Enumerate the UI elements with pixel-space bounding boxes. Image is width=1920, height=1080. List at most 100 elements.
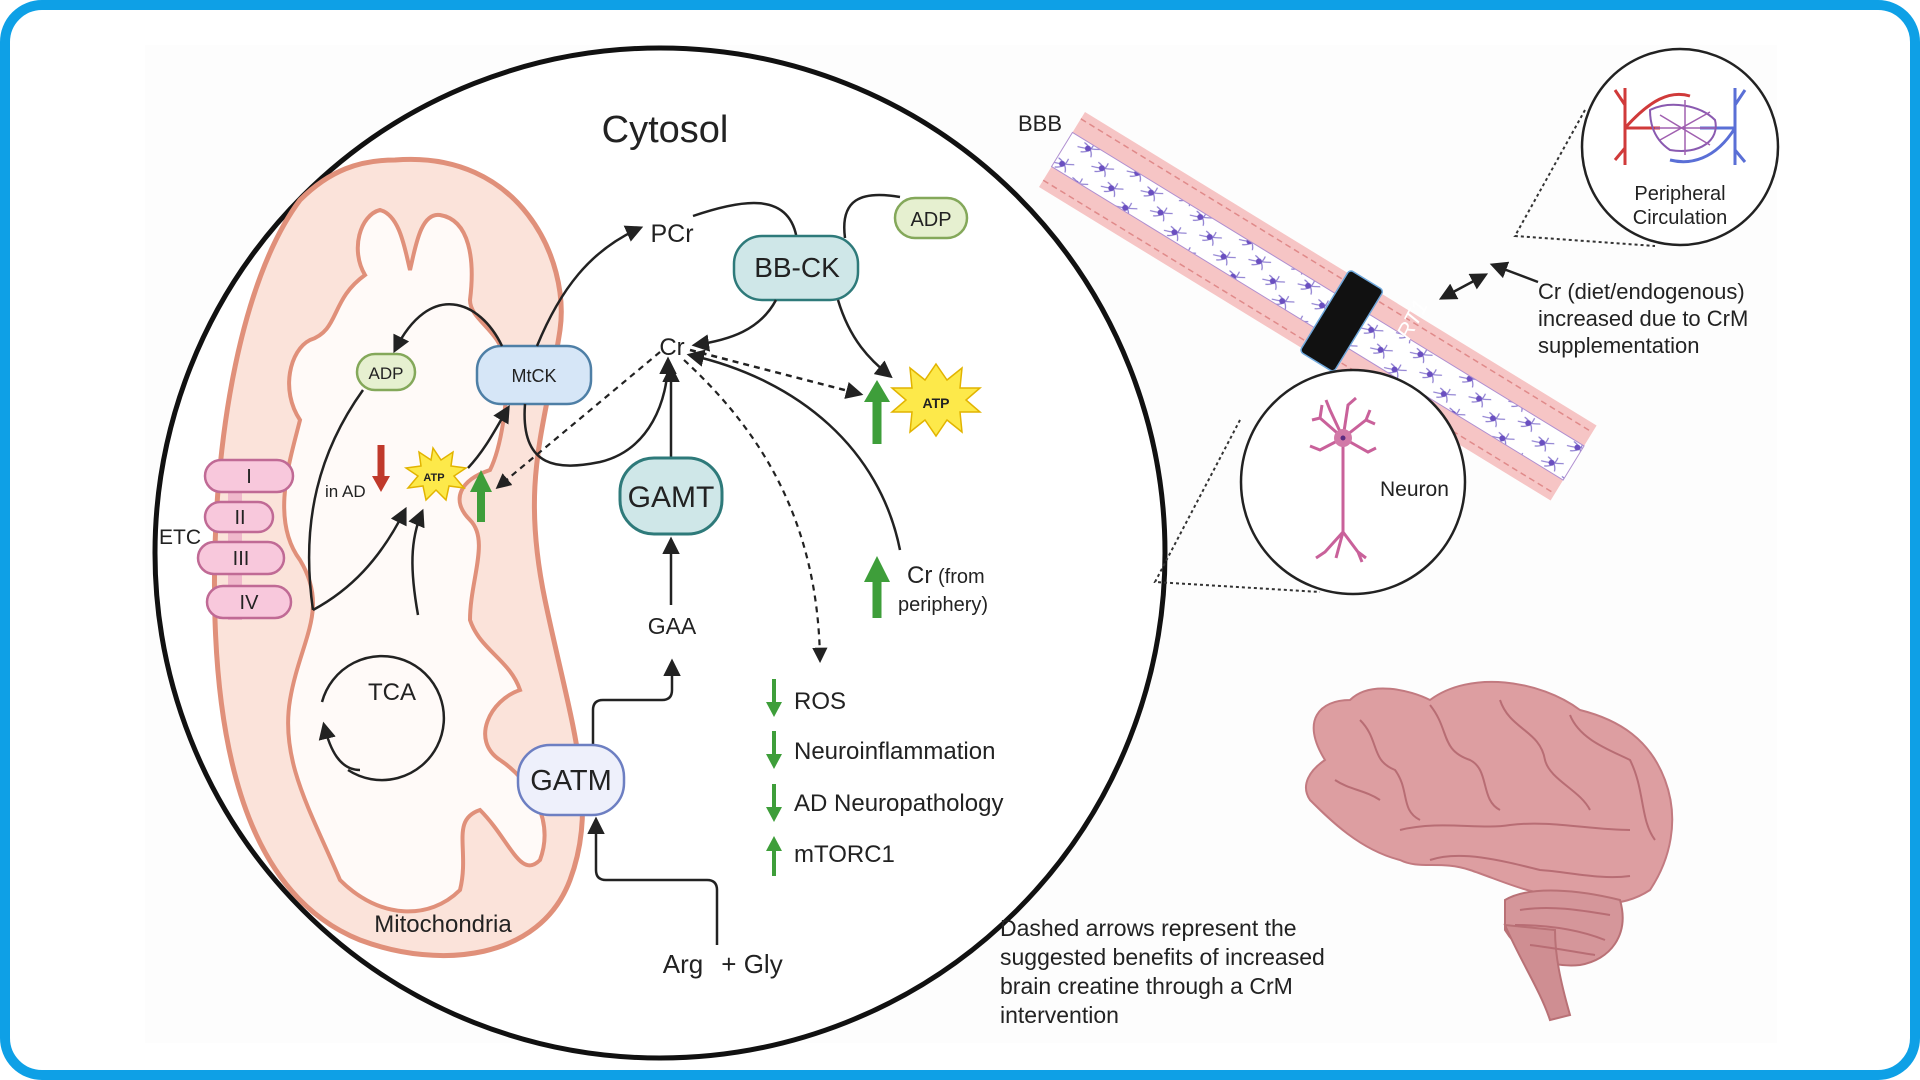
effects-list: ROS Neuroinflammation AD Neuropathology … xyxy=(766,679,1003,876)
cr-to-effects-dashed-arrow xyxy=(683,359,828,664)
effect-mtorc1: mTORC1 xyxy=(766,836,895,876)
gly-label: + Gly xyxy=(721,949,782,979)
cr-periphery-up-arrow-icon xyxy=(864,556,890,582)
capillary-bed-icon xyxy=(1613,88,1747,165)
peripheral-label-line1: Peripheral xyxy=(1634,183,1725,205)
effect-neuroinflammation-label: Neuroinflammation xyxy=(794,738,995,765)
down-in-ad-arrow-icon xyxy=(372,476,390,492)
cr-to-atp-dashed-arrow xyxy=(689,348,864,399)
tca-to-atp-arrow xyxy=(408,508,425,616)
gamt-enzyme xyxy=(618,456,724,536)
effect-mtorc1-label: mTORC1 xyxy=(794,841,895,868)
tca-cycle-circle xyxy=(320,654,446,782)
gaa-label: GAA xyxy=(648,613,697,639)
bbck-to-atp-arrow xyxy=(836,299,893,379)
note-line1: Dashed arrows represent the xyxy=(1000,915,1297,941)
neuron-nucleus xyxy=(1340,435,1346,441)
etc-to-atp-arrow xyxy=(312,506,407,612)
cr-source-line3: supplementation xyxy=(1538,333,1699,358)
effect-ad-neuropathology: AD Neuropathology xyxy=(766,784,1003,822)
tca-label: TCA xyxy=(368,679,416,706)
atp-to-mtck-arrow xyxy=(467,404,510,469)
mitochondria-label: Mitochondria xyxy=(374,911,512,938)
neuron-circle xyxy=(1239,368,1467,596)
cr-node-label: Cr xyxy=(659,334,684,361)
effect-neuroinflammation: Neuroinflammation xyxy=(766,731,995,769)
bbb-label: BBB xyxy=(1018,111,1062,136)
mito-atp-up-arrow-icon xyxy=(470,470,492,492)
effect-ros-label: ROS xyxy=(794,688,846,715)
gatm-label: GATM xyxy=(530,765,612,797)
cr-periphery-sub1-label: (from xyxy=(938,566,985,588)
cr-source-line2: increased due to CrM xyxy=(1538,306,1748,331)
dashed-arrows-note: Dashed arrows represent the suggested be… xyxy=(1000,915,1325,1028)
crt1-bidirectional-arrow xyxy=(1438,273,1489,300)
bbck-label: BB-CK xyxy=(754,252,840,283)
gatm-to-gaa-arrow xyxy=(591,658,681,745)
neuron-icon xyxy=(1309,396,1377,563)
etc-label: ETC xyxy=(159,526,201,549)
etc-complex-i-label: I xyxy=(246,466,252,488)
cr-to-mito-atp-dashed-arrow xyxy=(495,351,661,489)
peripheral-label-line2: Circulation xyxy=(1633,207,1727,229)
neuron-label: Neuron xyxy=(1380,478,1449,501)
mtck-to-adp-arrow xyxy=(393,303,504,354)
etc-complex-iv xyxy=(205,584,293,620)
cyto-atp-up-arrow-icon xyxy=(864,380,890,402)
ad-neuropathology-down-arrow-icon xyxy=(766,807,782,822)
neuron-zoom-lines xyxy=(1153,419,1321,593)
etc-complexes: I II III IV ETC xyxy=(159,458,295,620)
mtck-enzyme xyxy=(475,344,593,406)
arg-label: Arg xyxy=(663,949,703,979)
cyto-atp-star xyxy=(889,362,983,438)
etc-complex-ii-label: II xyxy=(234,507,245,529)
etc-complex-ii xyxy=(203,500,275,534)
effect-ros: ROS xyxy=(766,679,846,717)
mtck-to-pcr-arrow xyxy=(535,225,644,347)
mtck-label: MtCK xyxy=(512,366,557,386)
etc-complex-iii xyxy=(196,540,286,576)
note-line4: intervention xyxy=(1000,1002,1119,1028)
cell: Cytosol Mitochondria I II III IV ETC TCA xyxy=(152,45,1168,1061)
mito-atp-star xyxy=(403,446,469,502)
cr-periphery-main-label: Cr xyxy=(907,562,932,589)
ros-down-arrow-icon xyxy=(766,702,782,717)
cyto-atp-label: ATP xyxy=(923,395,950,411)
pcr-bbck-link xyxy=(692,201,799,241)
mito-adp-node xyxy=(355,352,417,392)
tca-cycle-arrow xyxy=(318,721,361,772)
brain-illustration xyxy=(1305,680,1674,1022)
gatm-enzyme xyxy=(516,743,626,817)
peripheral-zoom-lines xyxy=(1513,109,1656,247)
bbb-astrocyte-layer xyxy=(1050,131,1585,481)
note-line2: suggested benefits of increased xyxy=(1000,944,1325,970)
etc-connector xyxy=(228,460,242,620)
arg-gly-to-gatm-arrow xyxy=(587,816,719,945)
peripheral-circulation-circle xyxy=(1580,47,1780,247)
adp-to-etc-line xyxy=(307,389,365,611)
mito-atp-label: ATP xyxy=(423,472,444,484)
periphery-to-cr-arrow xyxy=(686,349,902,551)
bbck-enzyme xyxy=(732,234,860,302)
brain-sulci xyxy=(1334,699,1656,956)
mtorc1-up-arrow-icon xyxy=(766,836,782,851)
etc-complex-i xyxy=(203,458,295,494)
etc-complex-iv-label: IV xyxy=(240,592,260,614)
bbb-vessel xyxy=(1039,112,1597,501)
note-line3: brain creatine through a CrM xyxy=(1000,973,1293,999)
cyto-adp-node xyxy=(893,196,969,240)
cr-periphery-sub2-label: periphery) xyxy=(898,594,988,616)
etc-complex-iii-label: III xyxy=(233,548,250,570)
cytosol-label: Cytosol xyxy=(602,109,729,151)
cr-source-arrow xyxy=(1489,261,1539,284)
mito-adp-label: ADP xyxy=(369,364,404,383)
neuroinflammation-down-arrow-icon xyxy=(766,754,782,769)
bbck-adp-link xyxy=(843,193,901,239)
bbb-panel: BBB CRT1 Peripheral Circulation Cr (diet… xyxy=(1018,47,1780,596)
in-ad-label: in AD xyxy=(325,482,366,501)
cyto-adp-label: ADP xyxy=(910,209,951,231)
gamt-label: GAMT xyxy=(628,481,715,514)
brain-cerebrum xyxy=(1305,680,1674,905)
pcr-label: PCr xyxy=(650,220,693,248)
